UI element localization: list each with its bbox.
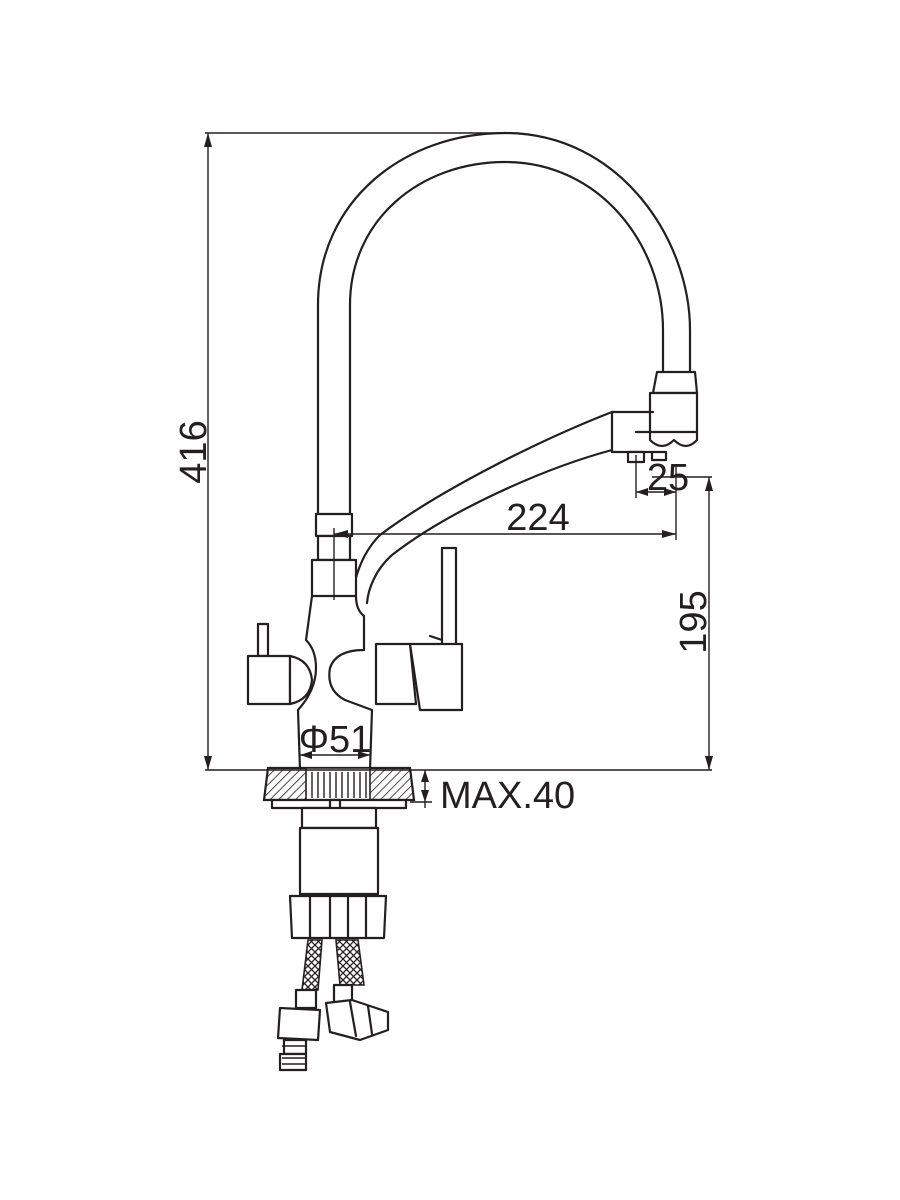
- label-spout-reach: 224: [506, 497, 569, 539]
- dimension-outlet-height: [652, 476, 713, 770]
- dimension-max-thickness: [410, 770, 432, 808]
- label-outlet-height: 195: [673, 590, 715, 653]
- mounting-nut: [262, 766, 416, 816]
- dimension-spout-reach: [333, 465, 677, 600]
- dimension-height-total: [204, 132, 505, 770]
- main-spout-arm: [352, 410, 614, 605]
- label-max-thickness: MAX.40: [440, 775, 575, 817]
- label-base-diameter: Φ51: [299, 719, 372, 761]
- gooseneck-spout: [316, 131, 692, 517]
- dimension-base-diameter: [300, 751, 370, 759]
- dimension-spout-offset: [635, 455, 676, 498]
- supply-hoses: [276, 939, 390, 1072]
- spout-head: [610, 370, 699, 464]
- label-height-total: 416: [173, 420, 215, 483]
- shank-body: [288, 806, 388, 940]
- label-spout-offset: 25: [647, 457, 689, 499]
